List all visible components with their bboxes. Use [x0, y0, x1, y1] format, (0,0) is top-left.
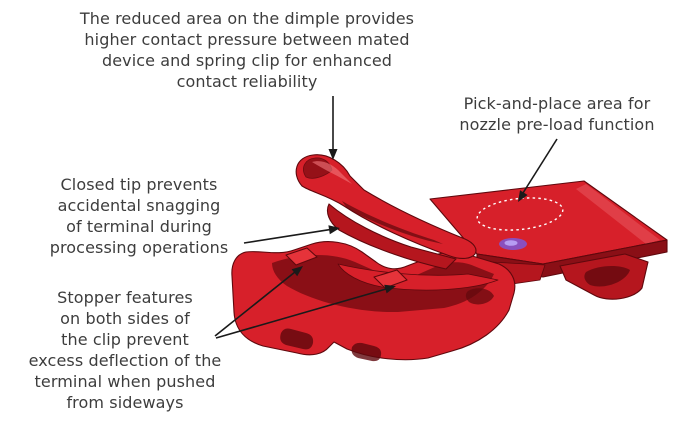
- annotation-line: higher contact pressure between mated: [84, 30, 410, 49]
- closed-tip-arrow: [243, 228, 331, 244]
- annotation-line: Pick-and-place area for: [463, 94, 651, 113]
- stopper-arrow-right: [215, 288, 387, 339]
- annotation-line: nozzle pre-load function: [459, 115, 655, 134]
- glint-inner: [504, 240, 518, 246]
- pick-area-arrow-head: [518, 190, 528, 202]
- pad-top-highlight: [576, 184, 660, 244]
- clip-body-group: [231, 154, 668, 362]
- stopper-tab-left: [285, 247, 318, 266]
- annotation-line: processing operations: [49, 238, 229, 257]
- annotation-line: Closed tip prevents: [60, 175, 218, 194]
- annotation-line: accidental snagging: [57, 196, 221, 215]
- annotation-line: The reduced area on the dimple provides: [79, 9, 415, 28]
- annotation-line: from sideways: [66, 393, 184, 412]
- pick-area-dotted-circle: [476, 197, 564, 231]
- spring-arm-lower-strip: [326, 203, 457, 270]
- pad-right-tab-slot: [584, 266, 630, 287]
- annotation-pick-and-place: Pick-and-place area for nozzle pre-load …: [440, 93, 674, 135]
- annotation-closed-tip: Closed tip prevents accidental snagging …: [36, 174, 242, 258]
- arrows-group: [214, 96, 558, 339]
- annotation-line: Stopper features: [57, 288, 193, 307]
- annotation-line: excess deflection of the: [28, 351, 222, 370]
- stopper-arrow-left-head: [291, 266, 303, 277]
- stopper-arrow-right-head: [384, 284, 396, 294]
- pick-area-arrow: [522, 138, 558, 194]
- annotation-stopper: Stopper features on both sides of the cl…: [20, 287, 230, 413]
- annotation-line: on both sides of: [60, 309, 190, 328]
- annotation-line: terminal when pushed: [34, 372, 216, 391]
- annotation-line: of terminal during: [66, 217, 212, 236]
- spring-arm-main: [295, 154, 477, 259]
- dimple-arrow-head: [328, 149, 338, 160]
- annotation-dimple: The reduced area on the dimple provides …: [28, 8, 466, 92]
- stopper-arrow-left: [214, 271, 296, 337]
- flange-slot-mid: [351, 342, 382, 362]
- annotation-line: the clip prevent: [61, 330, 189, 349]
- flange-slot-left: [280, 328, 314, 350]
- stopper-tab-right: [373, 269, 408, 289]
- annotation-line: device and spring clip for enhanced: [101, 51, 393, 70]
- flange-cut-right: [465, 288, 494, 305]
- spring-arm-slot: [342, 201, 443, 244]
- closed-tip-arrow-head: [328, 225, 340, 235]
- spring-arm-highlight: [312, 161, 352, 184]
- annotation-line: contact reliability: [176, 72, 318, 91]
